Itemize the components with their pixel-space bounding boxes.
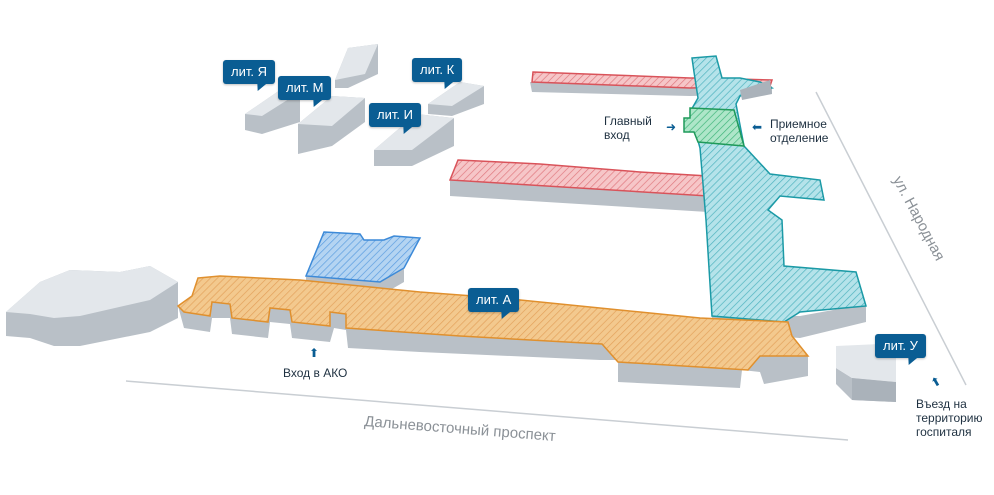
arrow-left-icon: ⬅ [752,120,763,134]
building-lit-a[interactable] [176,275,810,388]
arrow-right-icon: ➜ [666,120,677,134]
building-lit-k[interactable] [428,82,484,116]
street-line-dalnevostochny [125,380,849,441]
building-west-block[interactable] [6,266,178,346]
building-green-entrance[interactable] [683,107,746,147]
reception-note: Приемное отделение [770,117,829,145]
arrow-up-icon: ⬆ [309,346,320,360]
building-top-small[interactable] [335,44,378,88]
label-lit-k[interactable]: лит. К [412,58,463,82]
label-lit-a[interactable]: лит. А [468,288,520,312]
building-lit-i[interactable] [374,114,454,166]
label-lit-ya[interactable]: лит. Я [223,60,275,84]
hospital-entry-note: Въезд на территорию госпиталя [916,397,983,439]
street-line-narodnaya [815,91,967,386]
label-lit-m[interactable]: лит. М [278,76,332,100]
building-teal[interactable] [689,55,867,338]
building-east-small[interactable] [740,80,772,100]
label-lit-i[interactable]: лит. И [369,103,421,127]
ako-entrance-note: Вход в АКО [283,366,348,380]
main-entrance-note: Главный вход [604,114,652,142]
building-red-middle[interactable] [448,159,709,212]
building-lit-m[interactable] [298,96,365,154]
label-lit-u[interactable]: лит. У [875,334,926,358]
